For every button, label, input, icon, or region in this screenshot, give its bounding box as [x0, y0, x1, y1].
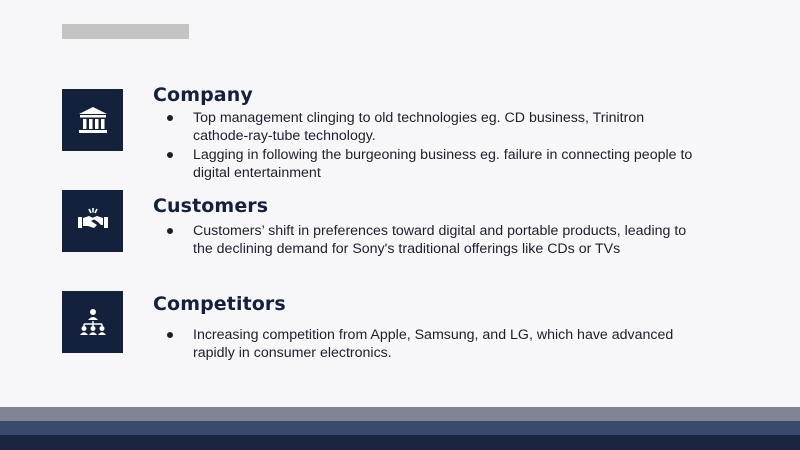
- people-network-icon: [79, 309, 106, 335]
- customers-bullet-list: Customers’ shift in preferences toward d…: [165, 222, 695, 259]
- competitors-bullet-list: Increasing competition from Apple, Samsu…: [165, 326, 695, 363]
- section-title-customers: Customers: [153, 195, 269, 217]
- competitors-icon-box: [62, 291, 123, 353]
- customers-icon-box: [62, 190, 123, 252]
- list-item: Customers’ shift in preferences toward d…: [165, 222, 695, 258]
- section-title-competitors: Competitors: [153, 293, 286, 315]
- list-item: Lagging in following the burgeoning busi…: [165, 146, 695, 182]
- footer-stripe-mid: [0, 421, 800, 435]
- section-title-company: Company: [153, 84, 253, 106]
- list-item: Top management clinging to old technolog…: [165, 109, 695, 145]
- title-placeholder-bar: [62, 24, 189, 39]
- footer-stripe-light: [0, 407, 800, 421]
- bank-building-icon: [78, 107, 107, 133]
- company-bullet-list: Top management clinging to old technolog…: [165, 109, 695, 183]
- footer-stripe-dark: [0, 435, 800, 450]
- company-icon-box: [62, 89, 123, 151]
- list-item: Increasing competition from Apple, Samsu…: [165, 326, 695, 362]
- handshake-icon: [77, 208, 108, 228]
